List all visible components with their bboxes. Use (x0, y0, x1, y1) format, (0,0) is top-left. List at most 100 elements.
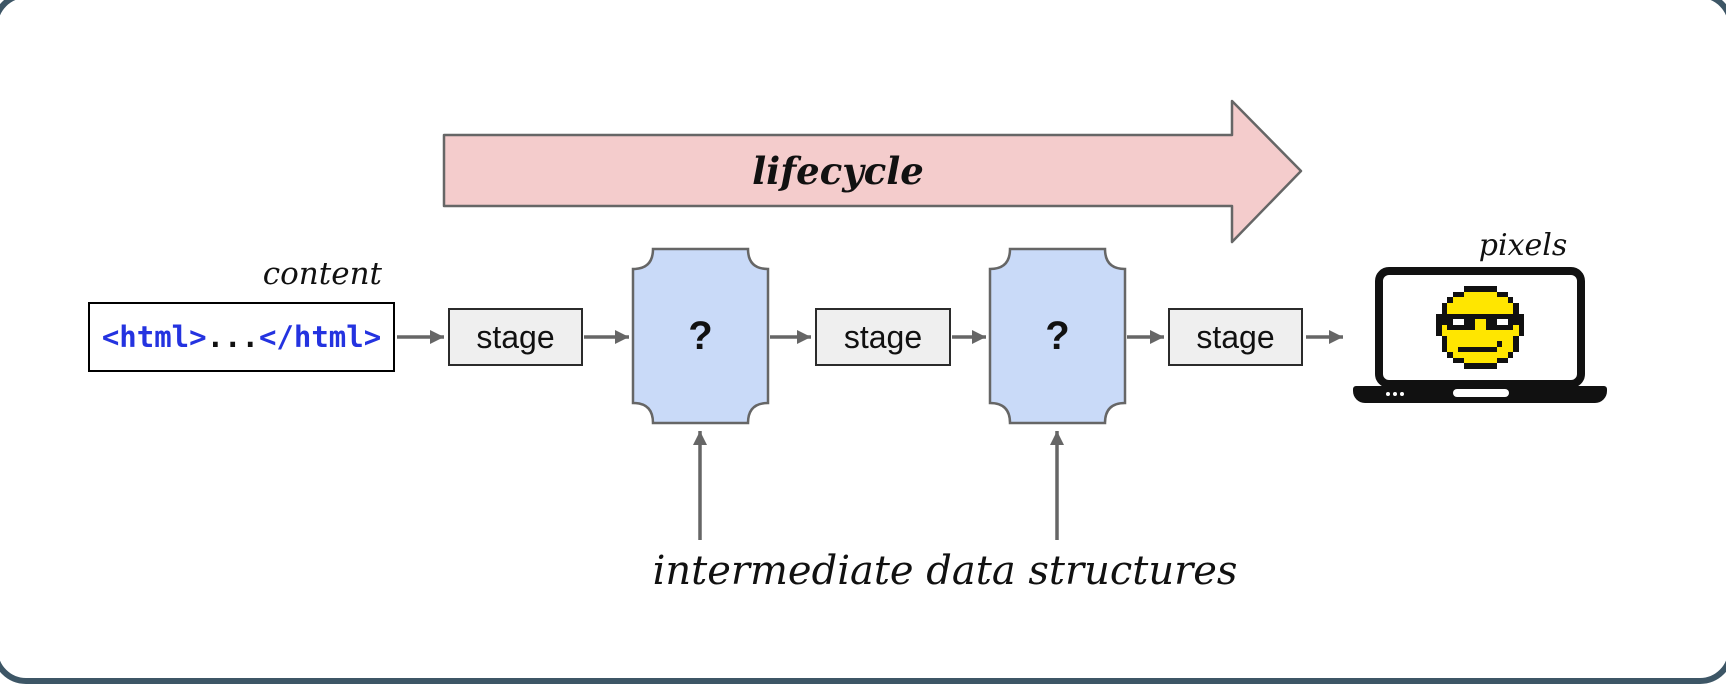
smiley-pixel (1491, 319, 1497, 325)
smiley-pixel (1474, 291, 1480, 298)
smiley-pixel (1458, 308, 1464, 314)
smiley-pixel (1496, 346, 1502, 353)
smiley-pixel (1452, 324, 1458, 331)
smiley-pixel (1496, 357, 1502, 364)
smiley-pixel (1513, 330, 1519, 336)
unknown-box-2-label: ? (1045, 313, 1070, 358)
smiley-pixel (1469, 291, 1475, 298)
smiley-pixel (1474, 324, 1480, 331)
smiley-pixel (1474, 330, 1480, 336)
smiley-pixel (1452, 346, 1458, 353)
smiley-pixel (1458, 346, 1464, 353)
smiley-pixel (1447, 352, 1453, 358)
smiley-pixel (1463, 297, 1469, 303)
smiley-pixel (1480, 308, 1486, 314)
smiley-pixel (1447, 335, 1453, 342)
smiley-pixel (1485, 302, 1491, 309)
smiley-pixel (1452, 335, 1458, 342)
smiley-pixel (1480, 291, 1486, 298)
smiley-pixel (1485, 297, 1491, 303)
smiley-pixel (1491, 313, 1497, 320)
smiley-pixel (1485, 319, 1491, 325)
smiley-pixel (1480, 302, 1486, 309)
smiley-pixel (1513, 341, 1519, 347)
smiley-pixel (1485, 341, 1491, 347)
smiley-pixel (1491, 297, 1497, 303)
smiley-pixel (1496, 291, 1502, 298)
smiley-pixel (1441, 302, 1447, 309)
smiley-pixel (1452, 352, 1458, 358)
smiley-pixel (1518, 313, 1524, 320)
smiley-pixel (1458, 324, 1464, 331)
stage-box-2: stage (815, 308, 951, 366)
smiley-pixel (1458, 319, 1464, 325)
smiley-pixel (1491, 335, 1497, 342)
smiley-pixel (1463, 286, 1469, 292)
smiley-pixel (1491, 363, 1497, 369)
stage-box-3: stage (1168, 308, 1303, 366)
content-html-box: <html>...</html> (88, 302, 395, 372)
smiley-pixel (1507, 319, 1513, 325)
stage-box-1: stage (448, 308, 583, 366)
smiley-pixel (1485, 308, 1491, 314)
smiley-pixel (1474, 313, 1480, 320)
smiley-pixel (1480, 346, 1486, 353)
smiley-pixel (1469, 357, 1475, 364)
smiley-pixel (1441, 308, 1447, 314)
smiley-pixel (1463, 324, 1469, 331)
smiley-pixel (1491, 302, 1497, 309)
smiley-pixel (1502, 346, 1508, 353)
html-close-tag: </html> (258, 320, 382, 354)
smiley-pixel (1485, 346, 1491, 353)
smiley-pixel (1496, 341, 1502, 347)
smiley-pixel (1458, 330, 1464, 336)
smiley-pixel (1463, 302, 1469, 309)
smiley-pixel (1519, 363, 1525, 369)
smiley-pixel (1452, 313, 1458, 320)
smiley-pixel (1458, 352, 1464, 358)
smiley-pixel (1447, 341, 1453, 347)
smiley-pixel (1447, 330, 1453, 336)
smiley-pixel (1496, 302, 1502, 309)
smiley-pixel (1496, 330, 1502, 336)
smiley-pixel (1513, 313, 1519, 320)
smiley-pixel (1496, 319, 1502, 325)
smiley-pixel (1463, 357, 1469, 364)
smiley-pixel (1480, 324, 1486, 331)
smiley-pixel (1502, 319, 1508, 325)
smiley-pixel (1436, 330, 1442, 336)
laptop-dot (1400, 392, 1404, 396)
smiley-pixel (1474, 346, 1480, 353)
smiley-pixel (1463, 291, 1469, 298)
smiley-pixel (1491, 357, 1497, 364)
smiley-pixel (1452, 357, 1458, 364)
smiley-pixel (1458, 357, 1464, 364)
smiley-pixel (1474, 352, 1480, 358)
smiley-pixel (1480, 352, 1486, 358)
smiley-pixel (1480, 357, 1486, 364)
smiley-pixel (1507, 335, 1513, 342)
smiley-pixel (1491, 352, 1497, 358)
smiley-pixel (1485, 363, 1491, 369)
smiley-pixel (1502, 313, 1508, 320)
smiley-pixel (1485, 324, 1491, 331)
smiley-pixel (1469, 330, 1475, 336)
smiley-pixel (1452, 302, 1458, 309)
smiley-pixel (1496, 352, 1502, 358)
content-label: content (262, 256, 382, 292)
unknown-box-shape-1 (631, 247, 770, 425)
smiley-pixel (1485, 330, 1491, 336)
smiley-pixel (1447, 324, 1453, 331)
smiley-pixel (1463, 330, 1469, 336)
smiley-pixel (1507, 308, 1513, 314)
smiley-pixel (1469, 335, 1475, 342)
smiley-pixel (1485, 357, 1491, 364)
smiley-pixel (1441, 324, 1447, 331)
smiley-pixel (1474, 302, 1480, 309)
smiley-pixel (1469, 313, 1475, 320)
smiley-pixel (1452, 297, 1458, 303)
smiley-pixel (1452, 319, 1458, 325)
smiley-pixel (1485, 286, 1491, 292)
smiley-pixel (1496, 297, 1502, 303)
